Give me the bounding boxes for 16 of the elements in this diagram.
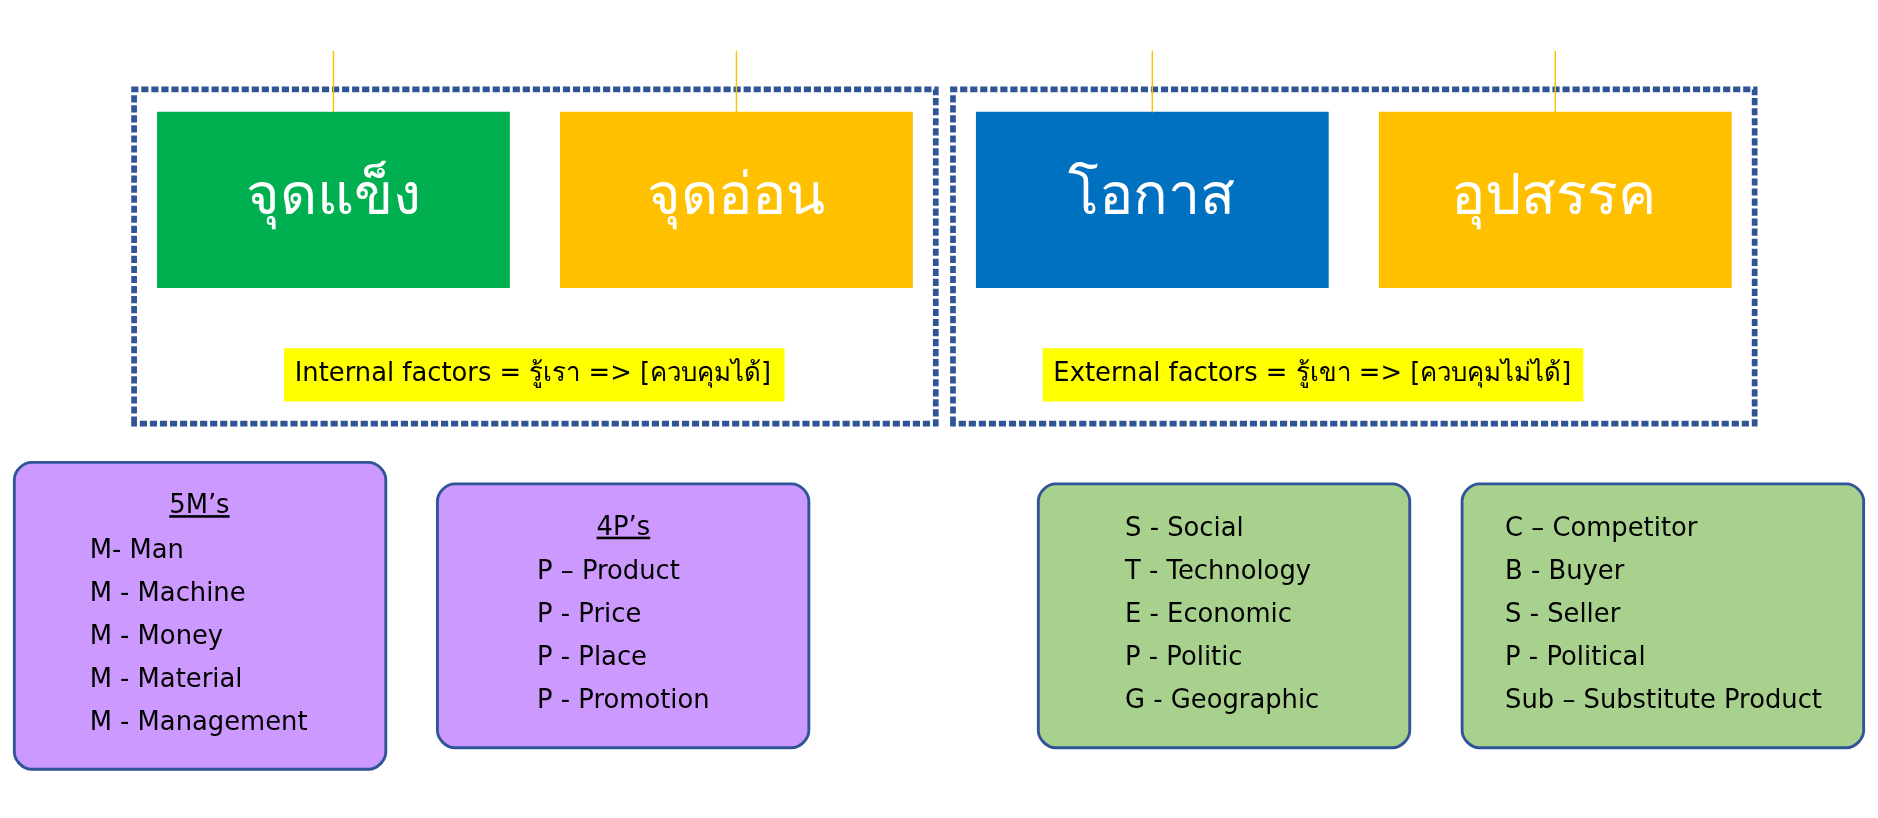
node-box: C – Competitor B - Buyer S - Seller P - Political Sub – Substitute Product [1460, 481, 1866, 749]
connector [735, 49, 738, 113]
node-box: จุดอ่อน [560, 111, 913, 288]
connector [332, 49, 335, 113]
node-box: อุปสรรค [1378, 111, 1732, 288]
cluster [131, 86, 939, 426]
connector [1151, 49, 1154, 113]
node-box: 4P’s P – Product P - Price P - Place P - Promotion [436, 481, 811, 749]
node-box: 5M’s M- Man M - Machine M - Money M - Material M - Management [12, 460, 388, 771]
connector [1554, 49, 1557, 113]
node-box: External factors = รู้เขา => [ควบคุมไม่ได้] [1042, 347, 1584, 401]
node-box: S - Social T - Technology E - Economic P - Politic G - Geographic [1036, 481, 1412, 749]
node-box: Internal factors = รู้เรา => [ควบคุมได้] [283, 347, 785, 401]
node-box: จุดแข็ง [157, 111, 510, 288]
cluster [950, 86, 1758, 426]
node-box: โอกาส [975, 111, 1329, 288]
